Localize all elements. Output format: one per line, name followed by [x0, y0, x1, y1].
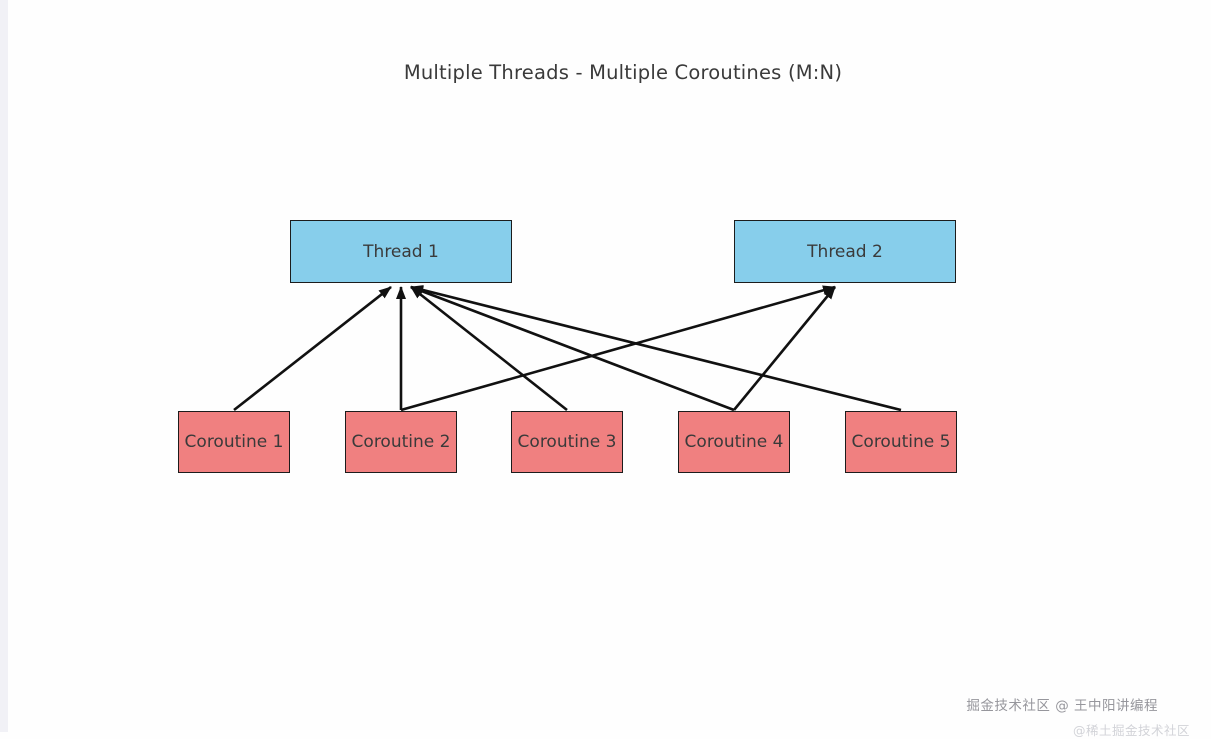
thread-1-box: Thread 1 [290, 220, 512, 283]
coroutine-4-label: Coroutine 4 [684, 432, 784, 452]
coroutine-2-label: Coroutine 2 [351, 432, 451, 452]
coroutine-4-box: Coroutine 4 [678, 411, 790, 473]
diagram-title: Multiple Threads - Multiple Coroutines (… [403, 61, 843, 84]
watermark-primary: 掘金技术社区 @ 王中阳讲编程 [966, 698, 1158, 714]
coroutine-2-box: Coroutine 2 [345, 411, 457, 473]
left-gutter [0, 0, 8, 732]
edge-coroutine-3-to-thread-1 [410, 285, 568, 412]
coroutine-1-box: Coroutine 1 [178, 411, 290, 473]
coroutine-5-box: Coroutine 5 [845, 411, 957, 473]
thread-2-label: Thread 2 [807, 241, 883, 262]
coroutine-1-label: Coroutine 1 [184, 432, 284, 452]
coroutine-3-box: Coroutine 3 [511, 411, 623, 473]
edge-coroutine-5-to-thread-1 [410, 285, 902, 412]
watermark-secondary: @稀土掘金技术社区 [1072, 723, 1190, 738]
thread-2-box: Thread 2 [734, 220, 956, 283]
thread-1-label: Thread 1 [363, 241, 439, 262]
coroutine-3-label: Coroutine 3 [517, 432, 617, 452]
edge-coroutine-1-to-thread-1 [233, 285, 392, 412]
coroutine-5-label: Coroutine 5 [851, 432, 951, 452]
edge-coroutine-2-to-thread-2 [400, 285, 836, 412]
edge-coroutine-4-to-thread-1 [410, 285, 735, 412]
edge-coroutine-4-to-thread-2 [732, 286, 837, 411]
